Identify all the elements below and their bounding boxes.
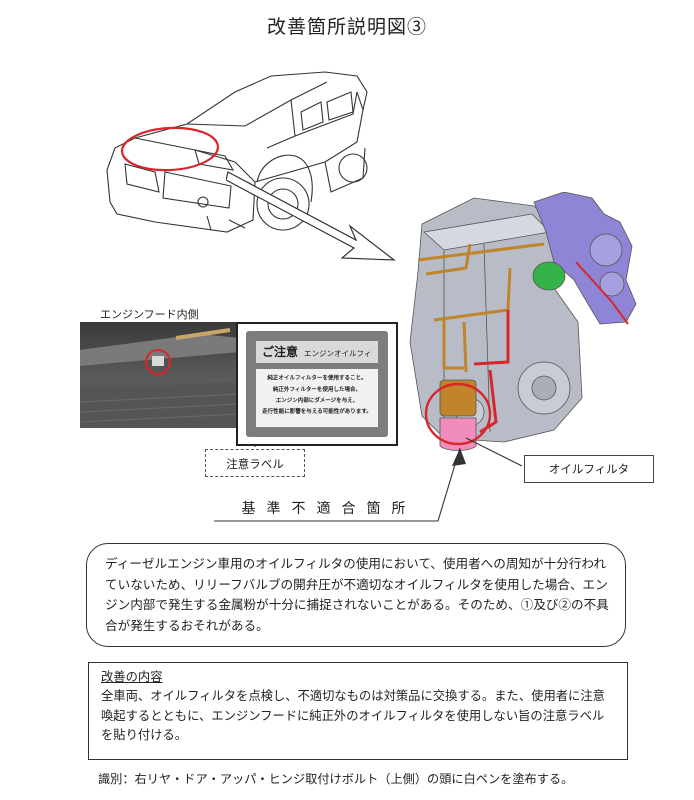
nonconformity-label: 基準不適合箇所 [241, 501, 417, 517]
sticker-line: エンジン内部にダメージを与え、 [275, 397, 359, 404]
hood-inside-caption: エンジンフード内側 [100, 308, 199, 321]
improvement-box: 改善の内容 全車両、オイルフィルタを点検し、不適切なものは対策品に交換する。また… [88, 662, 628, 760]
cause-description: ディーゼルエンジン車用のオイルフィルタの使用において、使用者への周知が十分行われ… [86, 543, 626, 647]
hood-inside-photo [80, 322, 240, 428]
improvement-heading: 改善の内容 [101, 670, 163, 684]
sticker-line: 走行性能に影響を与える可能性があります。 [262, 408, 372, 415]
improvement-text: 全車両、オイルフィルタを点検し、不適切なものは対策品に交換する。また、使用者に注… [101, 689, 605, 742]
page-title: 改善箇所説明図③ [266, 16, 427, 38]
caution-label-caption: 注意ラベル [205, 449, 305, 477]
engine-illustration [409, 192, 637, 451]
sticker-panel: ご注意エンジンオイルフィルター 純正オイルフィルターを使用すること。 純正外フィ… [246, 331, 388, 437]
car-illustration [106, 71, 368, 233]
identification-note: 識別：右リヤ・ドア・アッパ・ヒンジ取付けボルト（上側）の頭に白ペンを塗布する。 [98, 772, 574, 786]
sticker-header: ご注意エンジンオイルフィルター [256, 341, 378, 381]
caution-label-sticker: ご注意エンジンオイルフィルター 純正オイルフィルターを使用すること。 純正外フィ… [236, 322, 398, 446]
sticker-line: 純正外フィルターを使用した場合、 [272, 386, 362, 393]
pointer-arrow [226, 171, 396, 261]
oil-filter-caption: オイルフィルタ [524, 455, 654, 483]
sticker-line: 純正オイルフィルターを使用すること。 [267, 375, 367, 382]
sticker-body: 純正オイルフィルターを使用すること。 純正外フィルターを使用した場合、 エンジン… [256, 369, 378, 427]
sticker-head-title: ご注意 [262, 345, 299, 359]
